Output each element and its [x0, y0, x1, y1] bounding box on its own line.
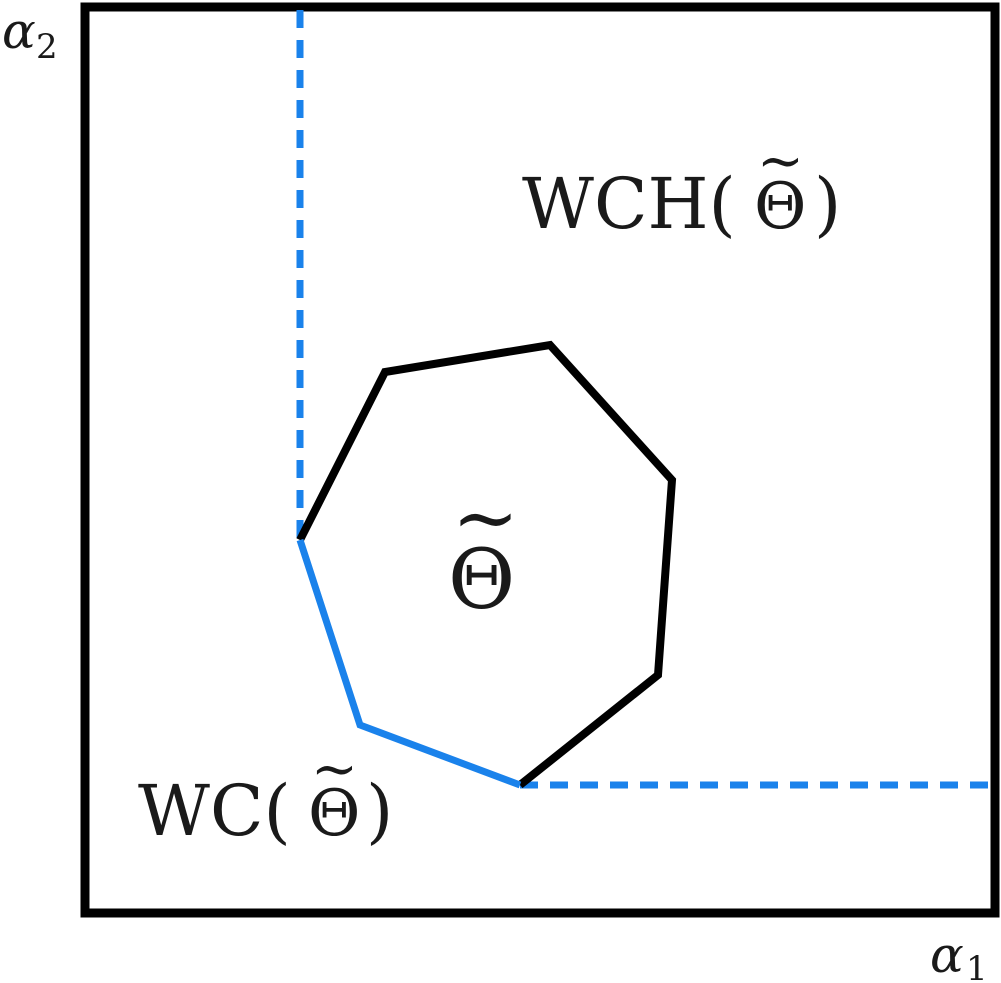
plot-frame [80, 2, 1000, 918]
wc-label: WC( ~ Θ ) [138, 737, 393, 852]
wch-label-tilde: ~ [757, 129, 804, 194]
x-axis-subscript: 1 [966, 949, 988, 983]
wch-label: WCH( ~ Θ ) [522, 129, 841, 245]
theta-tilde-tilde: ~ [452, 471, 519, 564]
wc-boundary [296, 538, 522, 789]
wch-label-suffix: ) [814, 163, 841, 245]
wch-label-theta: Θ [754, 170, 806, 244]
wch-label-prefix: WCH( [522, 163, 736, 245]
wc-label-suffix: ) [366, 770, 393, 852]
x-axis-label: α [930, 926, 964, 983]
theta-polygon-boundary [296, 340, 677, 789]
y-axis-label: α [2, 2, 36, 60]
theta-tilde-symbol: Θ [448, 533, 515, 628]
wc-label-tilde: ~ [311, 737, 358, 802]
y-axis-subscript: 2 [36, 27, 58, 67]
wc-label-prefix: WC( [138, 770, 291, 852]
wc-label-theta: Θ [308, 777, 360, 851]
